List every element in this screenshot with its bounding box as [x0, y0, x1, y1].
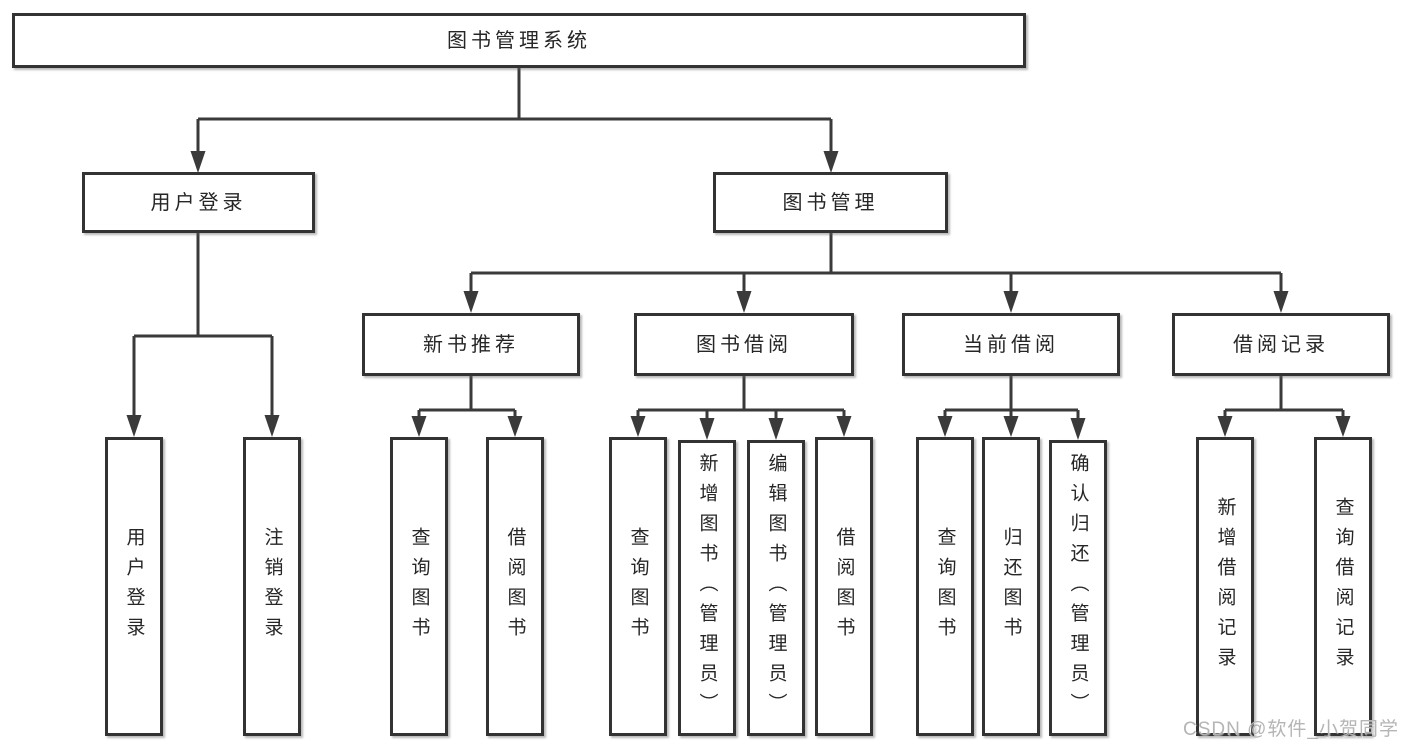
leaf-logout: 注销登录: [243, 437, 301, 736]
node-root: 图书管理系统: [12, 13, 1026, 68]
edge-group-borrow-record: [1217, 376, 1351, 437]
arrowhead: [1003, 416, 1019, 437]
node-label: 查询图书: [627, 526, 649, 647]
arrowhead: [411, 416, 427, 437]
node-label: 图书借阅: [696, 333, 792, 356]
arrowhead: [1217, 416, 1233, 437]
node-label: 注销登录: [261, 526, 283, 647]
arrowhead: [823, 151, 839, 173]
arrowhead: [836, 416, 852, 437]
node-label: 编辑图书（管理员）: [765, 453, 787, 723]
arrowhead: [190, 151, 206, 173]
arrowhead: [507, 416, 523, 437]
node-label: 新增图书（管理员）: [696, 453, 718, 723]
arrowhead: [768, 418, 784, 440]
node-label: 新书推荐: [423, 333, 519, 356]
node-label: 用户登录: [150, 191, 247, 214]
node-label: 当前借阅: [963, 333, 1059, 356]
arrowhead: [463, 291, 479, 313]
arrowhead: [937, 416, 953, 437]
node-label: 确认归还（管理员）: [1067, 453, 1089, 723]
arrowhead: [1273, 291, 1289, 313]
node-label: 借阅图书: [504, 526, 526, 647]
leaf-bb-add-books-admin: 新增图书（管理员）: [678, 440, 736, 736]
leaf-user-login: 用户登录: [105, 437, 163, 736]
node-user-login-group: 用户登录: [82, 172, 315, 233]
node-label: 查询借阅记录: [1332, 496, 1354, 677]
leaf-nb-borrow-books: 借阅图书: [486, 437, 544, 736]
node-book-borrowing: 图书借阅: [634, 313, 854, 376]
arrowhead: [1070, 418, 1086, 440]
node-label: 查询图书: [408, 526, 430, 647]
arrowhead: [736, 291, 752, 313]
node-label: 借阅记录: [1233, 333, 1329, 356]
leaf-cb-confirm-return-admin: 确认归还（管理员）: [1049, 440, 1107, 736]
leaf-cb-query-books: 查询图书: [916, 437, 974, 736]
leaf-nb-query-books: 查询图书: [390, 437, 448, 736]
node-label: 归还图书: [1000, 526, 1022, 647]
leaf-cb-return-books: 归还图书: [982, 437, 1040, 736]
arrowhead: [1003, 291, 1019, 313]
node-label: 图书管理: [782, 191, 879, 214]
arrowhead: [1335, 416, 1351, 437]
node-label: 用户登录: [123, 526, 145, 647]
node-current-borrowing: 当前借阅: [902, 313, 1120, 376]
arrowhead: [264, 415, 280, 437]
arrowhead: [699, 418, 715, 440]
leaf-bb-query-books: 查询图书: [609, 437, 667, 736]
edge-group-current-borrow: [937, 376, 1086, 440]
edge-group-new-book: [411, 376, 523, 437]
arrowhead: [630, 416, 646, 437]
node-borrow-records: 借阅记录: [1172, 313, 1390, 376]
edge-group-user-login: [126, 233, 280, 437]
watermark: CSDN @软件_小贺同学: [1183, 719, 1399, 740]
edge-group-book-mgmt: [463, 233, 1289, 313]
leaf-br-add-record: 新增借阅记录: [1196, 437, 1254, 736]
leaf-bb-borrow-books: 借阅图书: [815, 437, 873, 736]
node-label: 新增借阅记录: [1214, 496, 1236, 677]
edge-group-book-borrow: [630, 376, 852, 440]
leaf-br-query-record: 查询借阅记录: [1314, 437, 1372, 736]
node-label: 图书管理系统: [447, 29, 591, 52]
leaf-bb-edit-books-admin: 编辑图书（管理员）: [747, 440, 805, 736]
node-label: 借阅图书: [833, 526, 855, 647]
node-new-book-rec: 新书推荐: [362, 313, 580, 376]
arrowhead: [126, 415, 142, 437]
node-label: 查询图书: [934, 526, 956, 647]
edge-group-root: [190, 68, 839, 173]
node-book-mgmt-group: 图书管理: [713, 172, 948, 233]
